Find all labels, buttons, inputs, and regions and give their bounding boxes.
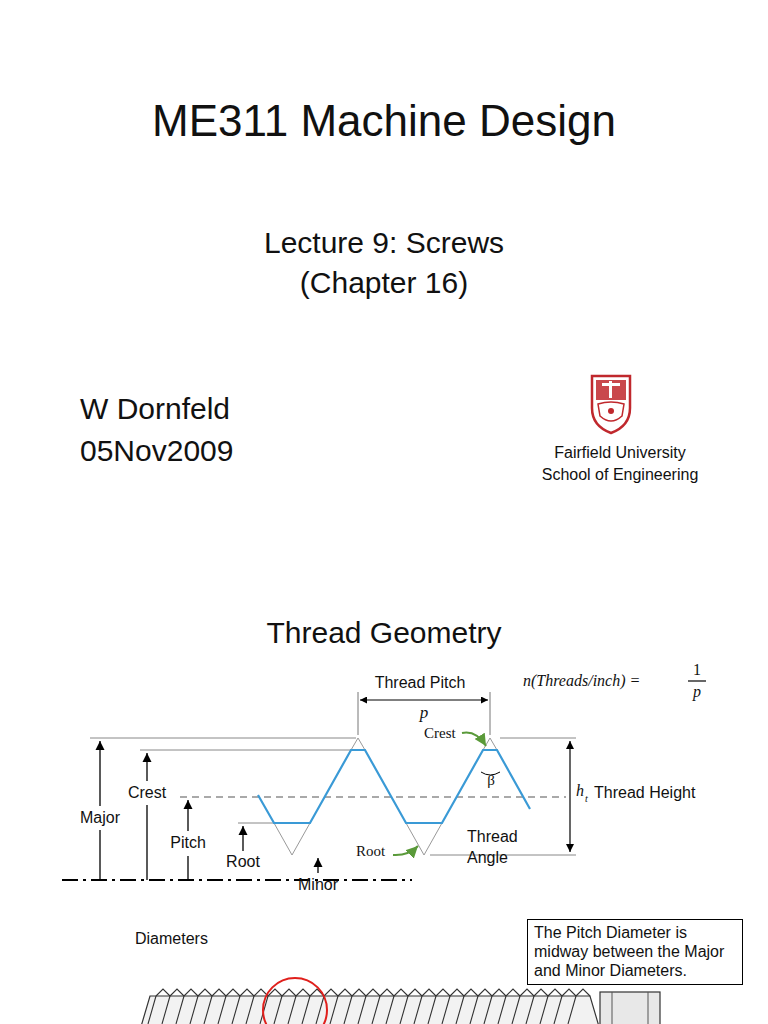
dimension-symbol: t <box>585 793 588 805</box>
school-name: Fairfield University <box>554 444 686 462</box>
note-box: The Pitch Diameter is midway between the… <box>527 919 743 985</box>
crest-pointer <box>462 733 486 746</box>
diameter-label: Root <box>226 853 260 871</box>
date: 05Nov2009 <box>80 434 233 469</box>
dimension-label: Thread Height <box>594 784 695 802</box>
diameter-label: Crest <box>128 784 166 802</box>
slide-heading: Thread Geometry <box>266 616 501 651</box>
thread-stroke <box>568 989 590 1024</box>
diameter-arrows <box>100 741 318 880</box>
university-logo <box>592 376 630 433</box>
note-text: The Pitch Diameter is midway between the… <box>534 923 736 981</box>
fraction-bar <box>688 680 706 681</box>
pitch-line <box>180 796 566 797</box>
formula: n(Threads/inch) = <box>523 672 640 690</box>
center-line <box>62 879 412 881</box>
part-label: Root <box>356 843 385 860</box>
sharp-v-profile <box>274 738 497 855</box>
root-pointer <box>393 846 418 855</box>
part-label: Thread Angle <box>467 827 531 869</box>
diameter-label: Major <box>80 809 120 827</box>
screw-drawing <box>140 978 660 1024</box>
part-label: Crest <box>424 725 456 742</box>
dimension-symbol: h <box>576 782 584 800</box>
subtitle: Lecture 9: Screws <box>264 226 504 261</box>
diameter-label: Minor <box>298 876 338 894</box>
dimension-label: Thread Pitch <box>375 674 466 692</box>
group-label: Diameters <box>135 930 208 948</box>
slide-title: ME311 Machine Design <box>152 96 616 147</box>
highlight-circle <box>263 978 327 1024</box>
school-name: School of Engineering <box>542 466 699 484</box>
dimension-symbol: p <box>420 703 429 723</box>
formula: 1 <box>693 661 701 679</box>
height-dimension <box>569 741 570 852</box>
author: W Dornfeld <box>80 392 230 427</box>
formula: p <box>693 683 701 701</box>
thread-profile <box>258 750 530 823</box>
subtitle: (Chapter 16) <box>300 266 468 301</box>
diameter-label: Pitch <box>170 834 206 852</box>
angle-symbol: β <box>487 772 495 789</box>
